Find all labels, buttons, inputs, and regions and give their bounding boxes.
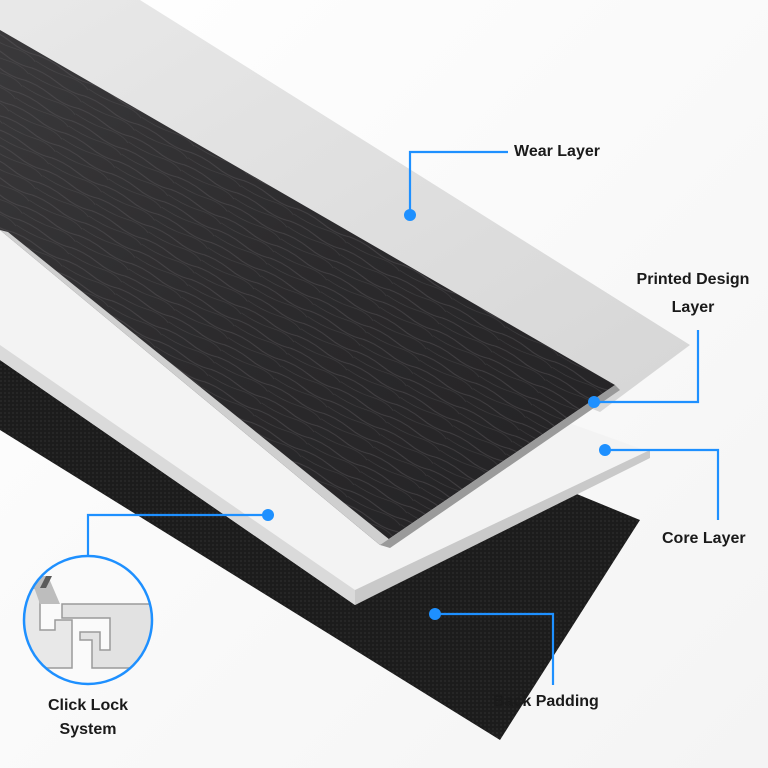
label-wear-layer: Wear Layer (514, 143, 600, 160)
click-lock-inset (22, 554, 154, 686)
wear-layer (0, 0, 690, 412)
marker-back-padding (429, 608, 441, 620)
click-lock-groove (61, 603, 152, 669)
label-core-layer: Core Layer (662, 530, 746, 547)
callout-wear-layer (408, 150, 508, 215)
marker-printed-design (588, 396, 600, 408)
callout-back-padding (435, 612, 555, 685)
marker-core-layer (599, 444, 611, 456)
callout-printed-design (594, 330, 700, 404)
core-layer-side (0, 345, 355, 605)
wood-grain-texture (0, 30, 615, 545)
label-printed-design-layer: Printed Design Layer (636, 271, 750, 316)
marker-wear-layer (404, 209, 416, 221)
label-click-lock-system: Click Lock System (47, 697, 129, 738)
marker-click-lock (262, 509, 274, 521)
core-layer-edge (355, 450, 650, 605)
label-back-padding: Back Padding (493, 693, 599, 710)
callout-click-lock (86, 513, 268, 560)
callout-core-layer (605, 448, 720, 520)
